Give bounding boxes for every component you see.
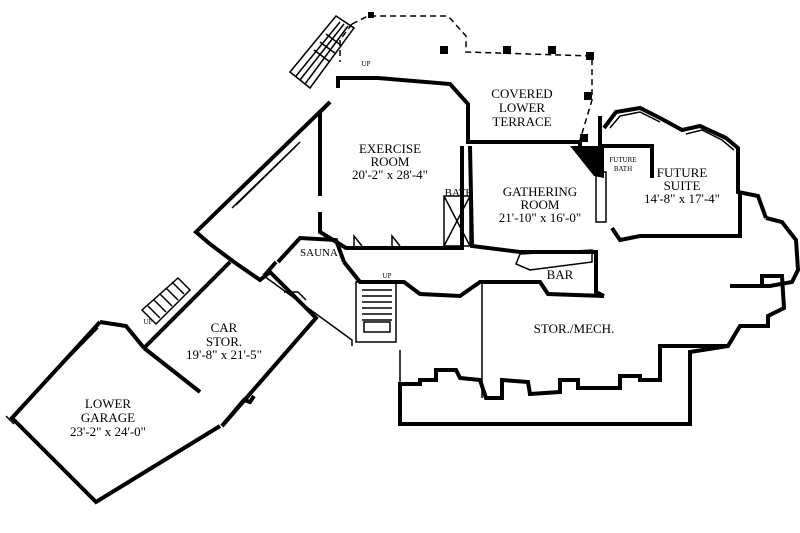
covered-terrace-outline [339, 12, 594, 142]
bath-sauna [262, 195, 471, 278]
svg-text:GATHERING: GATHERING [503, 184, 577, 199]
svg-text:FUTURE: FUTURE [657, 165, 708, 180]
stor-mech-label: STOR./MECH. [534, 321, 615, 336]
upper-stair: UP [288, 14, 371, 90]
stair-up-label-garage: UP [144, 318, 153, 326]
stair-up-label-terrace: UP [362, 60, 371, 68]
svg-text:FUTURE: FUTURE [609, 156, 636, 164]
svg-text:ROOM: ROOM [520, 197, 559, 212]
svg-text:23'-2" x 24'-0": 23'-2" x 24'-0" [70, 424, 146, 439]
future-bath-label: FUTURE BATH [609, 156, 636, 173]
svg-text:EXERCISE: EXERCISE [359, 141, 421, 156]
svg-text:21'-10" x 16'-0": 21'-10" x 16'-0" [499, 210, 581, 225]
future-suite-label: FUTURE SUITE 14'-8" x 17'-4" [644, 165, 720, 206]
lower-stair: UP [140, 276, 192, 326]
bath-label: BATH [445, 187, 474, 199]
car-storage-label: CAR STOR. 19'-8" x 21'-5" [186, 320, 262, 362]
lower-garage-walls [5, 320, 222, 505]
svg-text:CAR: CAR [211, 320, 238, 335]
svg-text:STOR.: STOR. [206, 334, 242, 349]
stair-up-label-middle: UP [383, 272, 392, 280]
lower-garage-label: LOWER GARAGE 23'-2" x 24'-0" [70, 396, 146, 439]
svg-text:LOWER: LOWER [85, 396, 132, 411]
svg-text:LOWER: LOWER [499, 100, 546, 115]
svg-text:14'-8" x 17'-4": 14'-8" x 17'-4" [644, 191, 720, 206]
svg-text:TERRACE: TERRACE [492, 114, 551, 129]
west-diagonal-walls [193, 100, 332, 264]
gathering-room-walls [468, 105, 800, 298]
svg-text:SUITE: SUITE [664, 178, 701, 193]
car-storage-walls [142, 260, 353, 428]
svg-text:19'-8" x 21'-5": 19'-8" x 21'-5" [186, 347, 262, 362]
svg-text:GARAGE: GARAGE [81, 410, 135, 425]
covered-terrace-label: COVERED LOWER TERRACE [491, 86, 552, 129]
stor-mech-walls [342, 260, 787, 426]
svg-text:20'-2" x 28'-4": 20'-2" x 28'-4" [352, 167, 428, 182]
middle-stair: UP [355, 272, 397, 343]
svg-text:COVERED: COVERED [491, 86, 552, 101]
sauna-label: SAUNA [300, 247, 338, 259]
svg-text:BATH: BATH [614, 165, 632, 173]
gathering-room-label: GATHERING ROOM 21'-10" x 16'-0" [499, 184, 581, 225]
svg-text:ROOM: ROOM [370, 154, 409, 169]
bar-label: BAR [547, 267, 574, 282]
exercise-room-label: EXERCISE ROOM 20'-2" x 28'-4" [352, 141, 428, 182]
